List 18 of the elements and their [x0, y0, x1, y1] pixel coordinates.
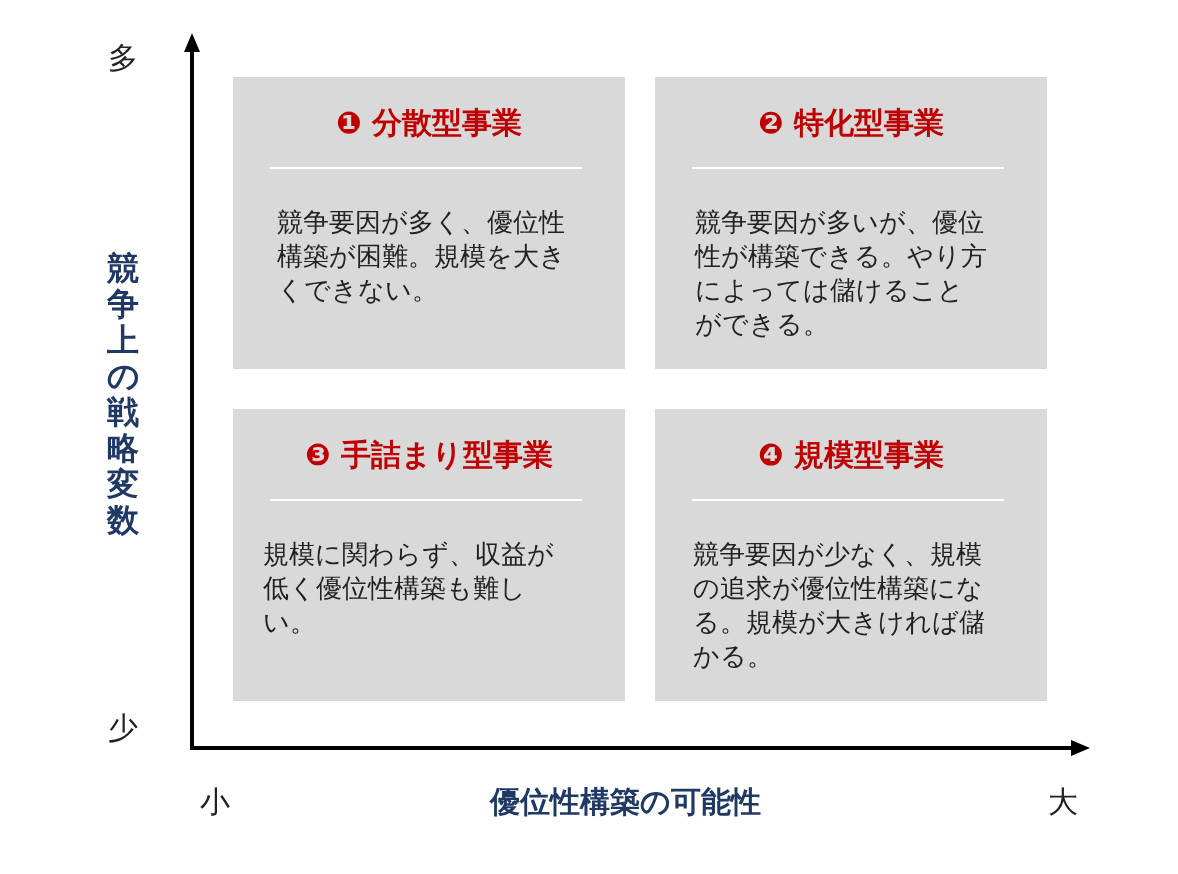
quadrant-panel	[655, 409, 1047, 701]
quadrant-heading: ❹ 規模型事業	[757, 436, 945, 474]
x-axis-title: 優位性構築の可能性	[490, 783, 761, 821]
y-axis-title: 競争上の戦略変数	[106, 250, 140, 538]
quadrant-heading: ❷ 特化型事業	[757, 104, 945, 142]
quadrant-description: 規模に関わらず、収益が低く優位性構築も難しい。	[263, 538, 555, 639]
quadrant-panel	[233, 77, 625, 369]
axis-min-label: 少	[108, 709, 138, 747]
quadrant-heading: ❶ 分散型事業	[335, 104, 523, 142]
quadrant-panel	[233, 409, 625, 701]
axis-max-label: 大	[1048, 783, 1078, 821]
axis-max-label: 多	[108, 39, 138, 77]
quadrant-description: 競争要因が少なく、規模の追求が優位性構築になる。規模が大きければ儲かる。	[693, 538, 985, 673]
axis-min-label: 小	[200, 783, 230, 821]
quadrant-description: 競争要因が多いが、優位性が構築できる。やり方によっては儲けることができる。	[695, 206, 987, 341]
quadrant-panel	[655, 77, 1047, 369]
quadrant-heading: ❸ 手詰まり型事業	[304, 436, 554, 474]
quadrant-description: 競争要因が多く、優位性構築が困難。規模を大きくできない。	[277, 206, 567, 307]
